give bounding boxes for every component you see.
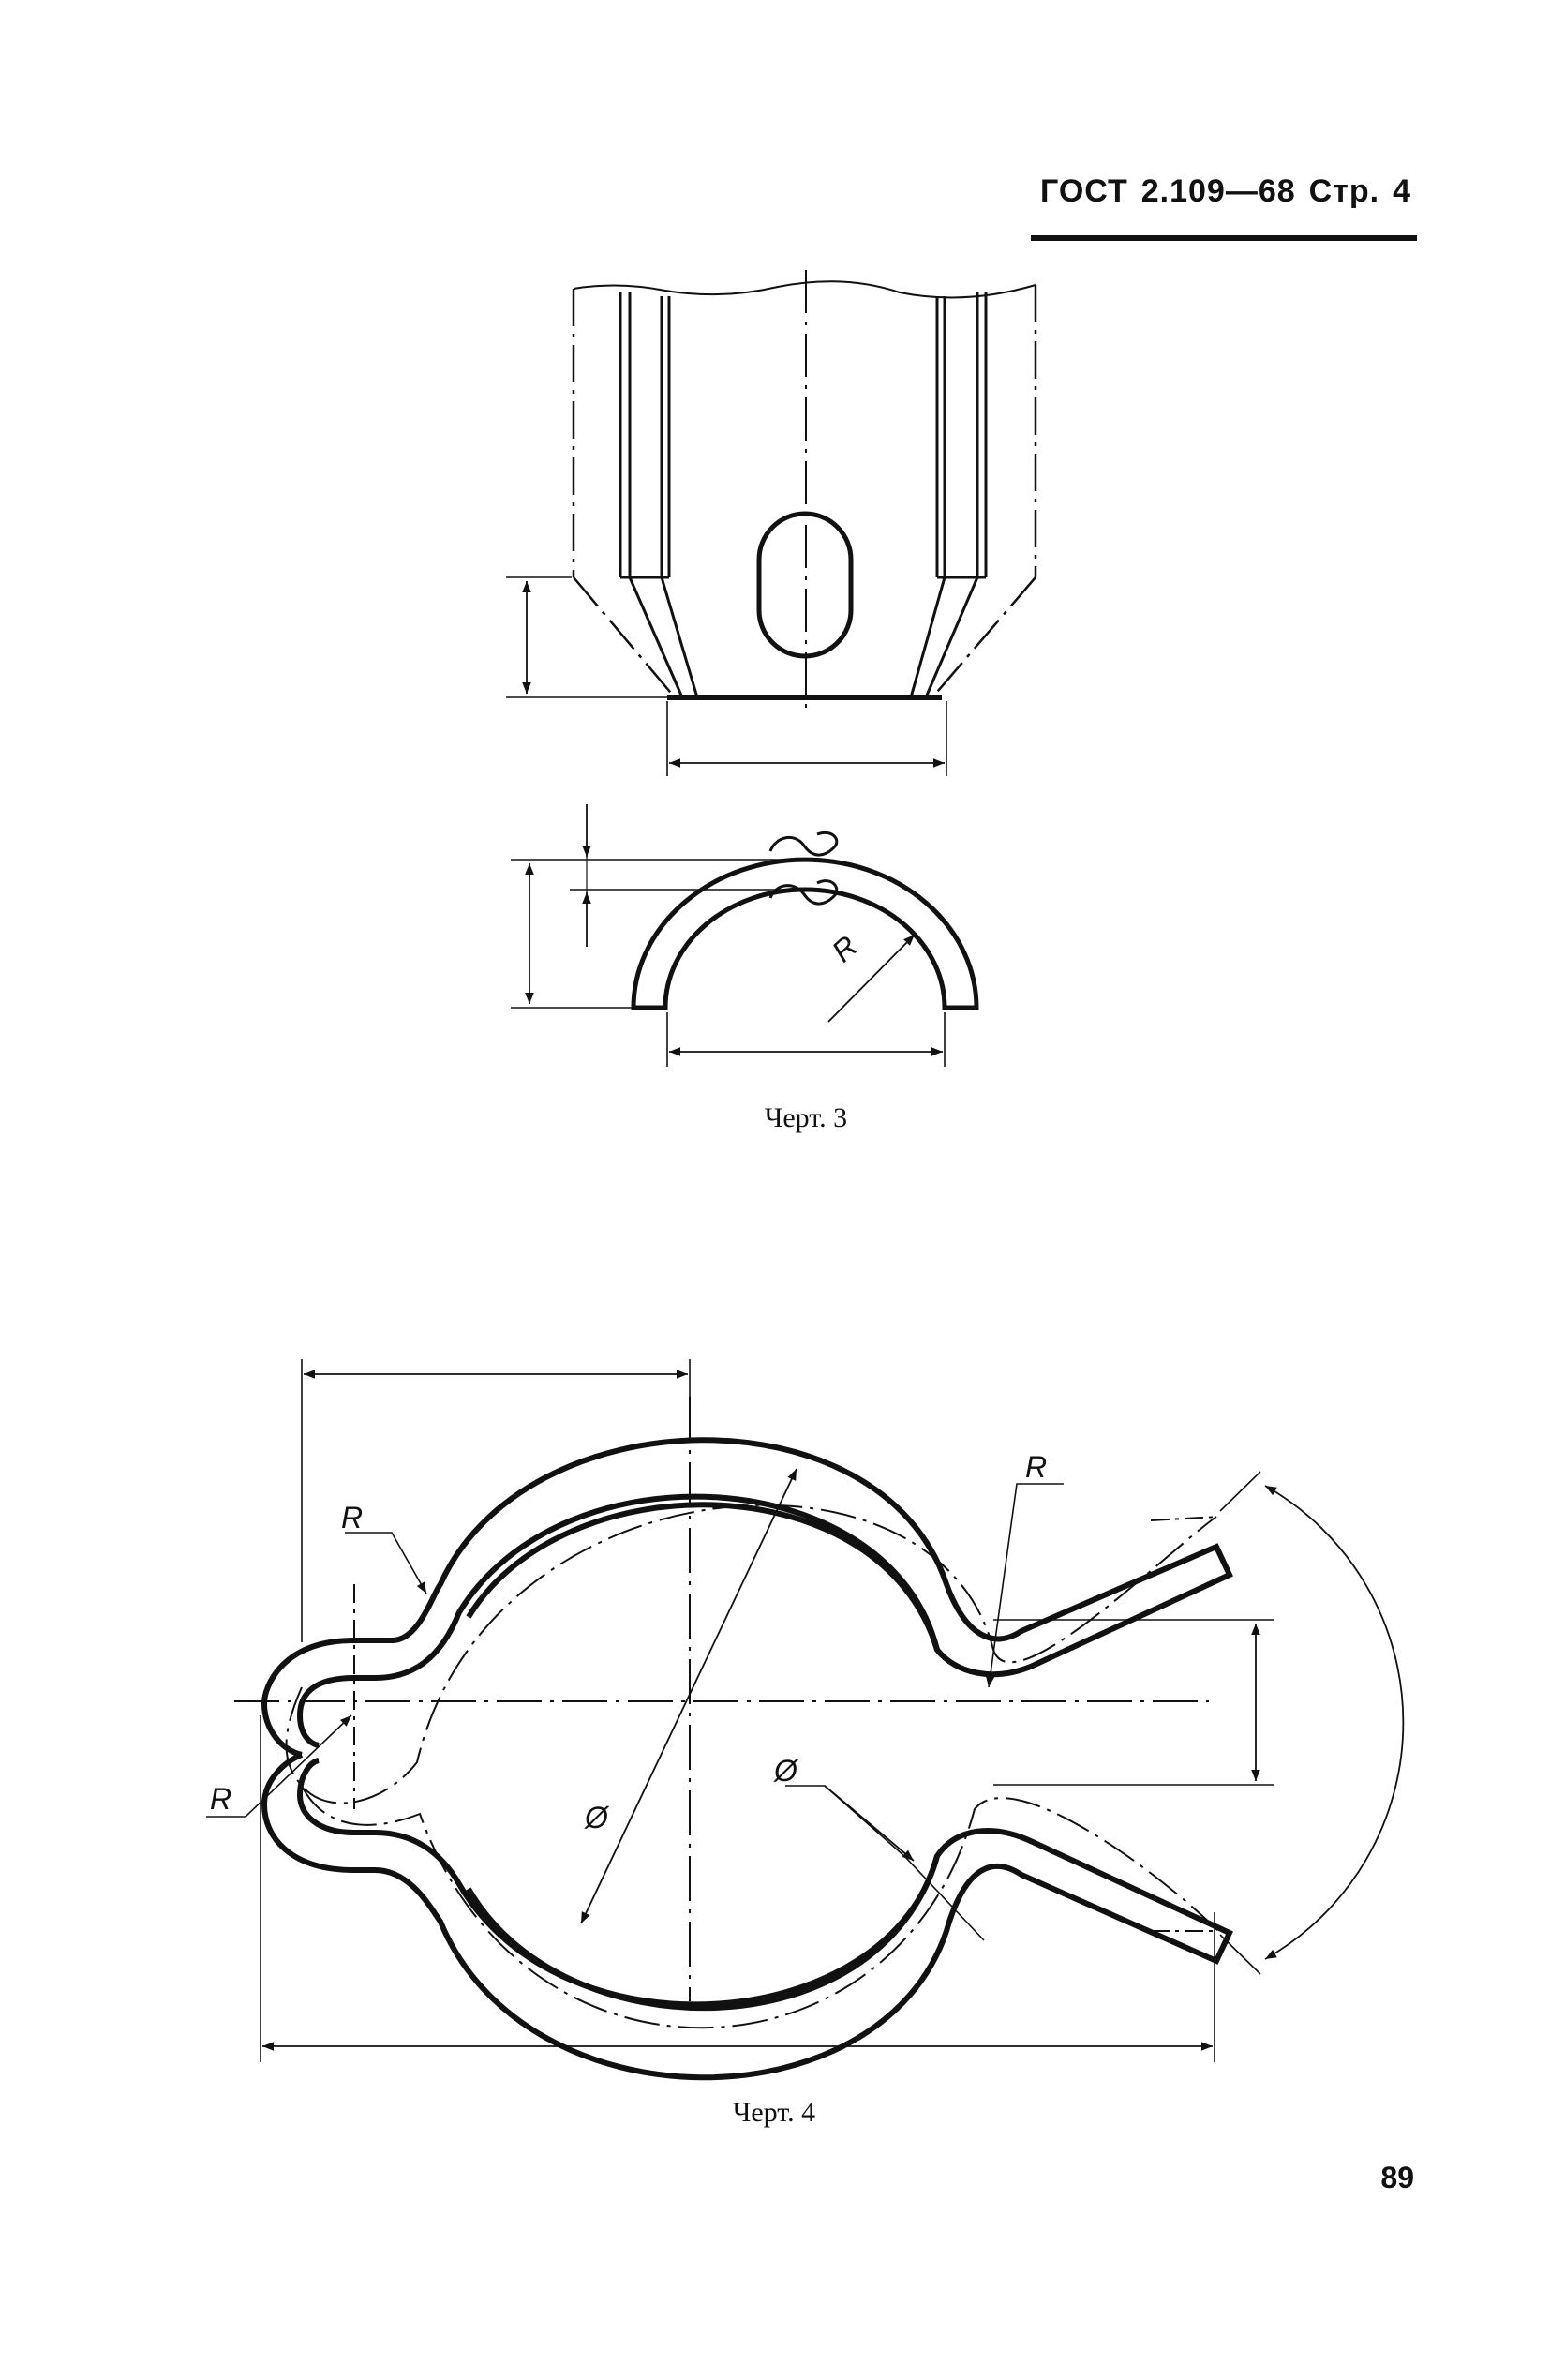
figure3-break-line — [573, 280, 1036, 299]
figure4-diameter-label-center: Ø — [584, 1801, 610, 1834]
page-number: 89 — [1380, 2161, 1414, 2194]
header-number: 2.109—68 — [1140, 173, 1296, 209]
figure3-half-ring — [631, 857, 979, 1010]
figure4-spring-clip — [206, 1359, 1405, 2081]
page-header: ГОСТ 2.109—68 Стр. 4 — [1031, 173, 1417, 241]
figure3-radius-label: R — [826, 929, 864, 968]
figure4-caption: Черт. 4 — [732, 2097, 816, 2128]
figure4-radius-label-top-right: R — [1025, 1450, 1047, 1484]
figure3-upper-view — [506, 270, 1037, 776]
header-page-label: Стр. — [1308, 173, 1380, 209]
figure4-radius-label-left: R — [210, 1782, 231, 1816]
figure3-lower-view — [511, 804, 979, 1067]
header-standard: ГОСТ — [1040, 173, 1128, 209]
header-text: ГОСТ 2.109—68 Стр. 4 — [1040, 173, 1411, 210]
figure3-caption: Черт. 3 — [764, 1102, 848, 1133]
figure4-radius-label-top-left: R — [341, 1501, 363, 1534]
header-page-value: 4 — [1393, 173, 1411, 209]
figure4-diameter-label-wire: Ø — [773, 1754, 799, 1788]
